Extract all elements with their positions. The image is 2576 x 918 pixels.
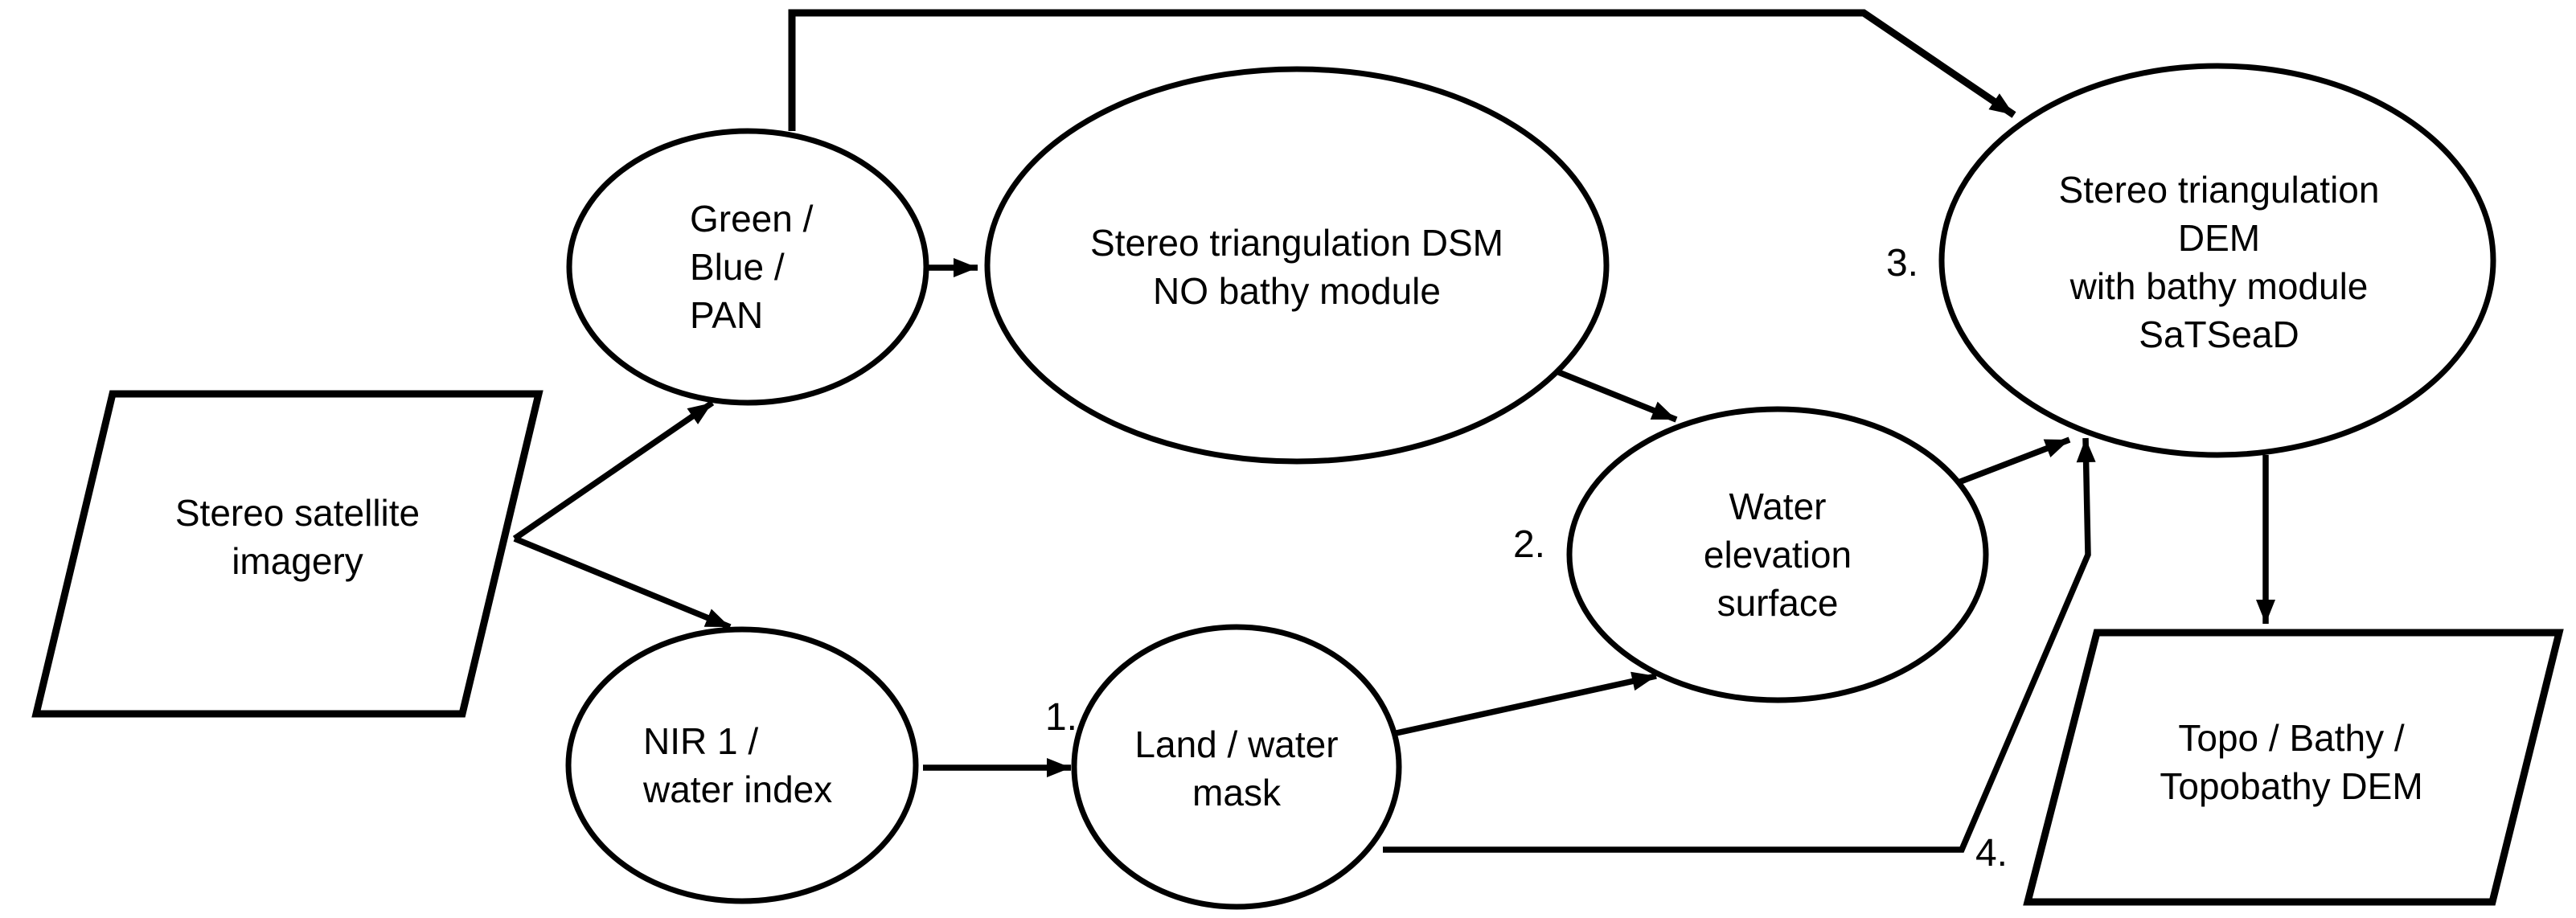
shape-stereo-triangulation-dsm <box>984 66 1610 465</box>
shape-stereo-satellite-imagery <box>31 390 544 718</box>
shape-water-elevation-surface <box>1566 406 1989 703</box>
step-label-2: 2. <box>1512 523 1546 566</box>
edge-dsm-to-water-elevation <box>1555 368 1678 423</box>
step-label-4: 4. <box>1975 832 2008 875</box>
edge-imagery-to-green-blue-pan <box>512 400 715 542</box>
node-label-green-blue-pan: Green / Blue / PAN <box>690 198 814 336</box>
shape-green-blue-pan <box>566 128 929 406</box>
node-label-stereo-satellite-imagery: Stereo satellite imagery <box>174 492 420 582</box>
node-label-stereo-triangulation-dem: Stereo triangulation DEM with bathy modu… <box>2058 169 2380 355</box>
step-label-3: 3. <box>1885 242 1919 285</box>
shape-topo-bathy-dem <box>2023 629 2564 906</box>
shape-stereo-triangulation-dem <box>1938 63 2496 458</box>
shape-land-water-mask <box>1071 624 1402 910</box>
node-label-stereo-triangulation-dsm: Stereo triangulation DSM NO bathy module <box>1090 222 1503 312</box>
step-label-1: 1. <box>1044 696 1078 739</box>
node-label-nir1-water-index: NIR 1 / water index <box>643 720 833 810</box>
node-label-land-water-mask: Land / water mask <box>1134 723 1339 813</box>
shape-nir1-water-index <box>565 626 919 904</box>
edge-land-water-mask-to-water-elevation <box>1392 671 1657 737</box>
node-label-topo-bathy-dem: Topo / Bathy / Topobathy DEM <box>2160 717 2423 807</box>
edge-water-elevation-to-dem <box>1957 436 2071 486</box>
edge-imagery-to-nir1 <box>513 535 732 630</box>
edge-land-water-mask-to-dem-bottom-route <box>1383 437 2096 853</box>
edge-green-blue-pan-to-dem-top-route <box>788 9 2016 131</box>
node-label-water-elevation-surface: Water elevation surface <box>1703 486 1852 624</box>
